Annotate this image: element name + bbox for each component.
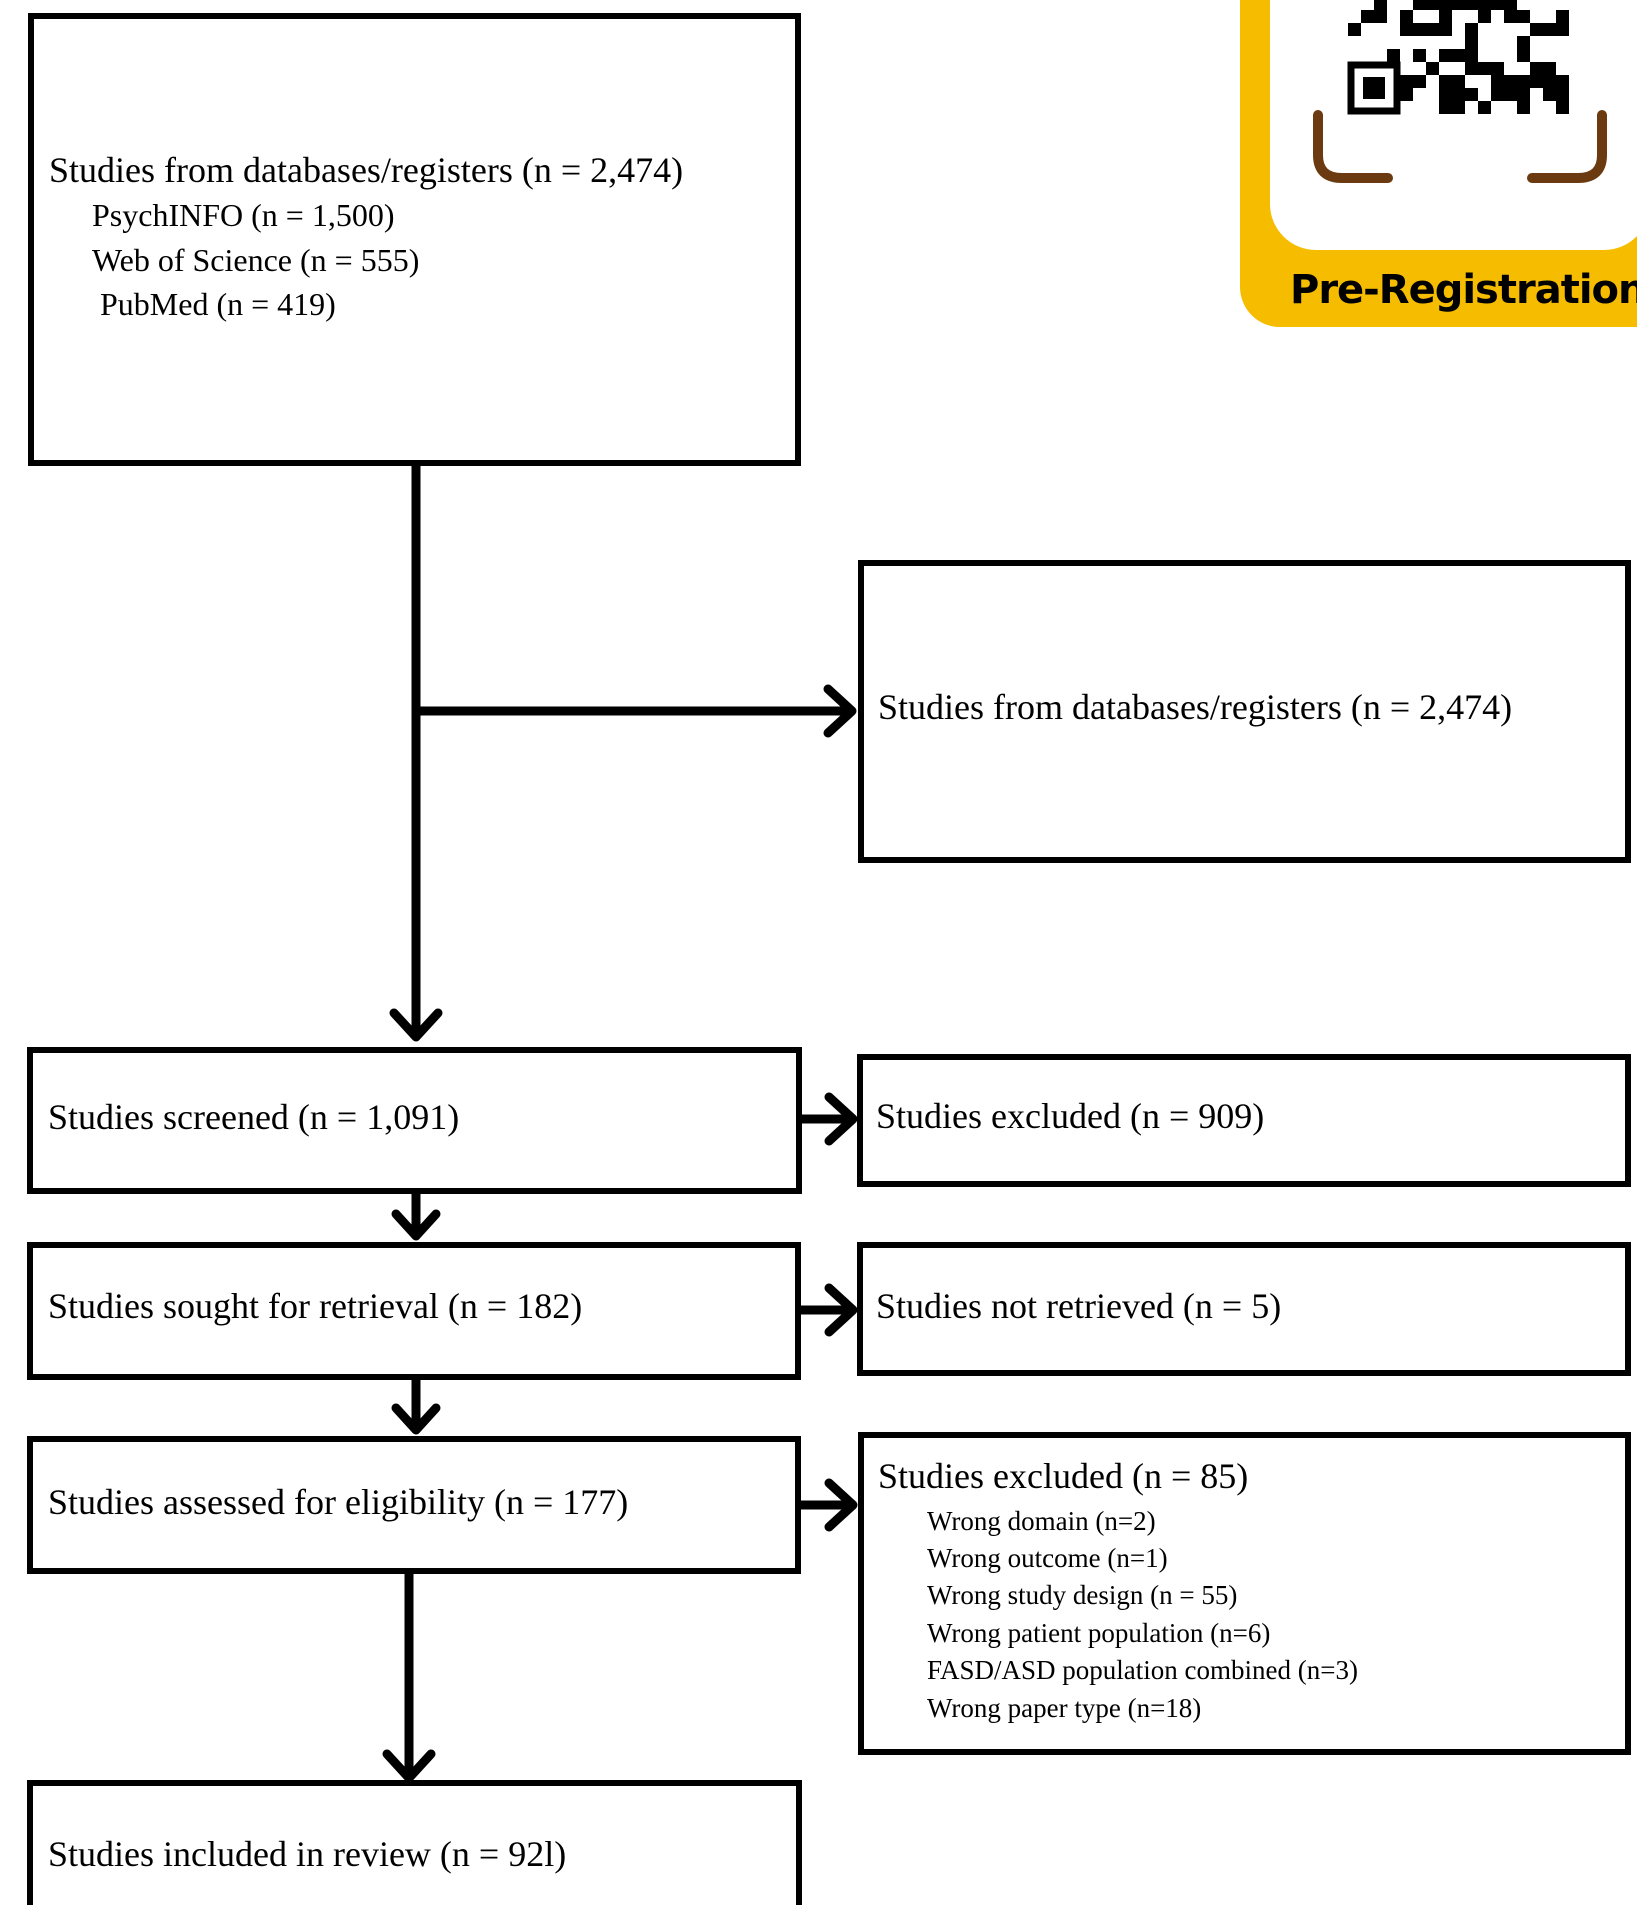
retrieval-notretrieved-arrowhead — [824, 1283, 858, 1337]
screening-label: Studies screened (n = 1,091) — [48, 1097, 460, 1137]
screen-exclude-arrowhead — [824, 1092, 858, 1146]
scan-bracket-left-icon — [1313, 110, 1393, 183]
qr-code-panel — [1270, 0, 1637, 250]
source-pubmed: PubMed (n = 419) — [92, 286, 336, 322]
screening-excluded-box: Studies excluded (n = 909) — [857, 1054, 1631, 1187]
identification-title: Studies from databases/registers (n = 2,… — [49, 150, 684, 190]
screening-box: Studies screened (n = 1,091) — [27, 1047, 802, 1194]
exclusion-reason-paper-type: Wrong paper type (n=18) — [927, 1693, 1202, 1723]
exclusion-reason-patient-population: Wrong patient population (n=6) — [927, 1618, 1271, 1648]
pre-registration-label: Pre-Registration — [1290, 267, 1637, 313]
included-label: Studies included in review (n = 92l) — [48, 1834, 567, 1874]
screen-retrieval-arrowhead — [391, 1209, 441, 1241]
exclusion-reason-domain: Wrong domain (n=2) — [927, 1506, 1156, 1536]
screening-excluded-label: Studies excluded (n = 909) — [876, 1096, 1265, 1136]
side-identification-title: Studies from databases/registers (n = 2,… — [878, 687, 1513, 727]
exclusion-reason-combined-population: FASD/ASD population combined (n=3) — [927, 1655, 1358, 1685]
branch-arrowhead — [823, 684, 857, 738]
not-retrieved-box: Studies not retrieved (n = 5) — [857, 1242, 1631, 1376]
eligibility-excluded-title: Studies excluded (n = 85) — [878, 1456, 1249, 1496]
exclusion-reason-outcome: Wrong outcome (n=1) — [927, 1543, 1168, 1573]
not-retrieved-label: Studies not retrieved (n = 5) — [876, 1286, 1282, 1326]
eligibility-label: Studies assessed for eligibility (n = 17… — [48, 1482, 629, 1522]
source-psychinfo: PsychINFO (n = 1,500) — [92, 197, 395, 233]
retrieval-box: Studies sought for retrieval (n = 182) — [27, 1242, 801, 1380]
side-identification-box: Studies from databases/registers (n = 2,… — [858, 560, 1631, 863]
eligibility-box: Studies assessed for eligibility (n = 17… — [27, 1436, 801, 1574]
retrieval-eligibility-arrowhead — [391, 1403, 441, 1435]
source-web-of-science: Web of Science (n = 555) — [92, 242, 420, 278]
eligibility-exclude-arrowhead — [824, 1478, 858, 1532]
eligibility-included-arrowhead — [382, 1749, 436, 1783]
eligibility-excluded-box: Studies excluded (n = 85) Wrong domain (… — [858, 1432, 1631, 1755]
qr-code-icon — [1313, 0, 1607, 183]
scan-bracket-right-icon — [1527, 110, 1607, 183]
retrieval-label: Studies sought for retrieval (n = 182) — [48, 1286, 583, 1326]
trunk-arrowhead — [389, 1008, 443, 1042]
included-box: Studies included in review (n = 92l) — [27, 1780, 802, 1905]
pre-registration-badge[interactable]: Pre-Registration — [1240, 0, 1637, 327]
exclusion-reason-study-design: Wrong study design (n = 55) — [927, 1580, 1238, 1610]
identification-box: Studies from databases/registers (n = 2,… — [28, 13, 801, 466]
